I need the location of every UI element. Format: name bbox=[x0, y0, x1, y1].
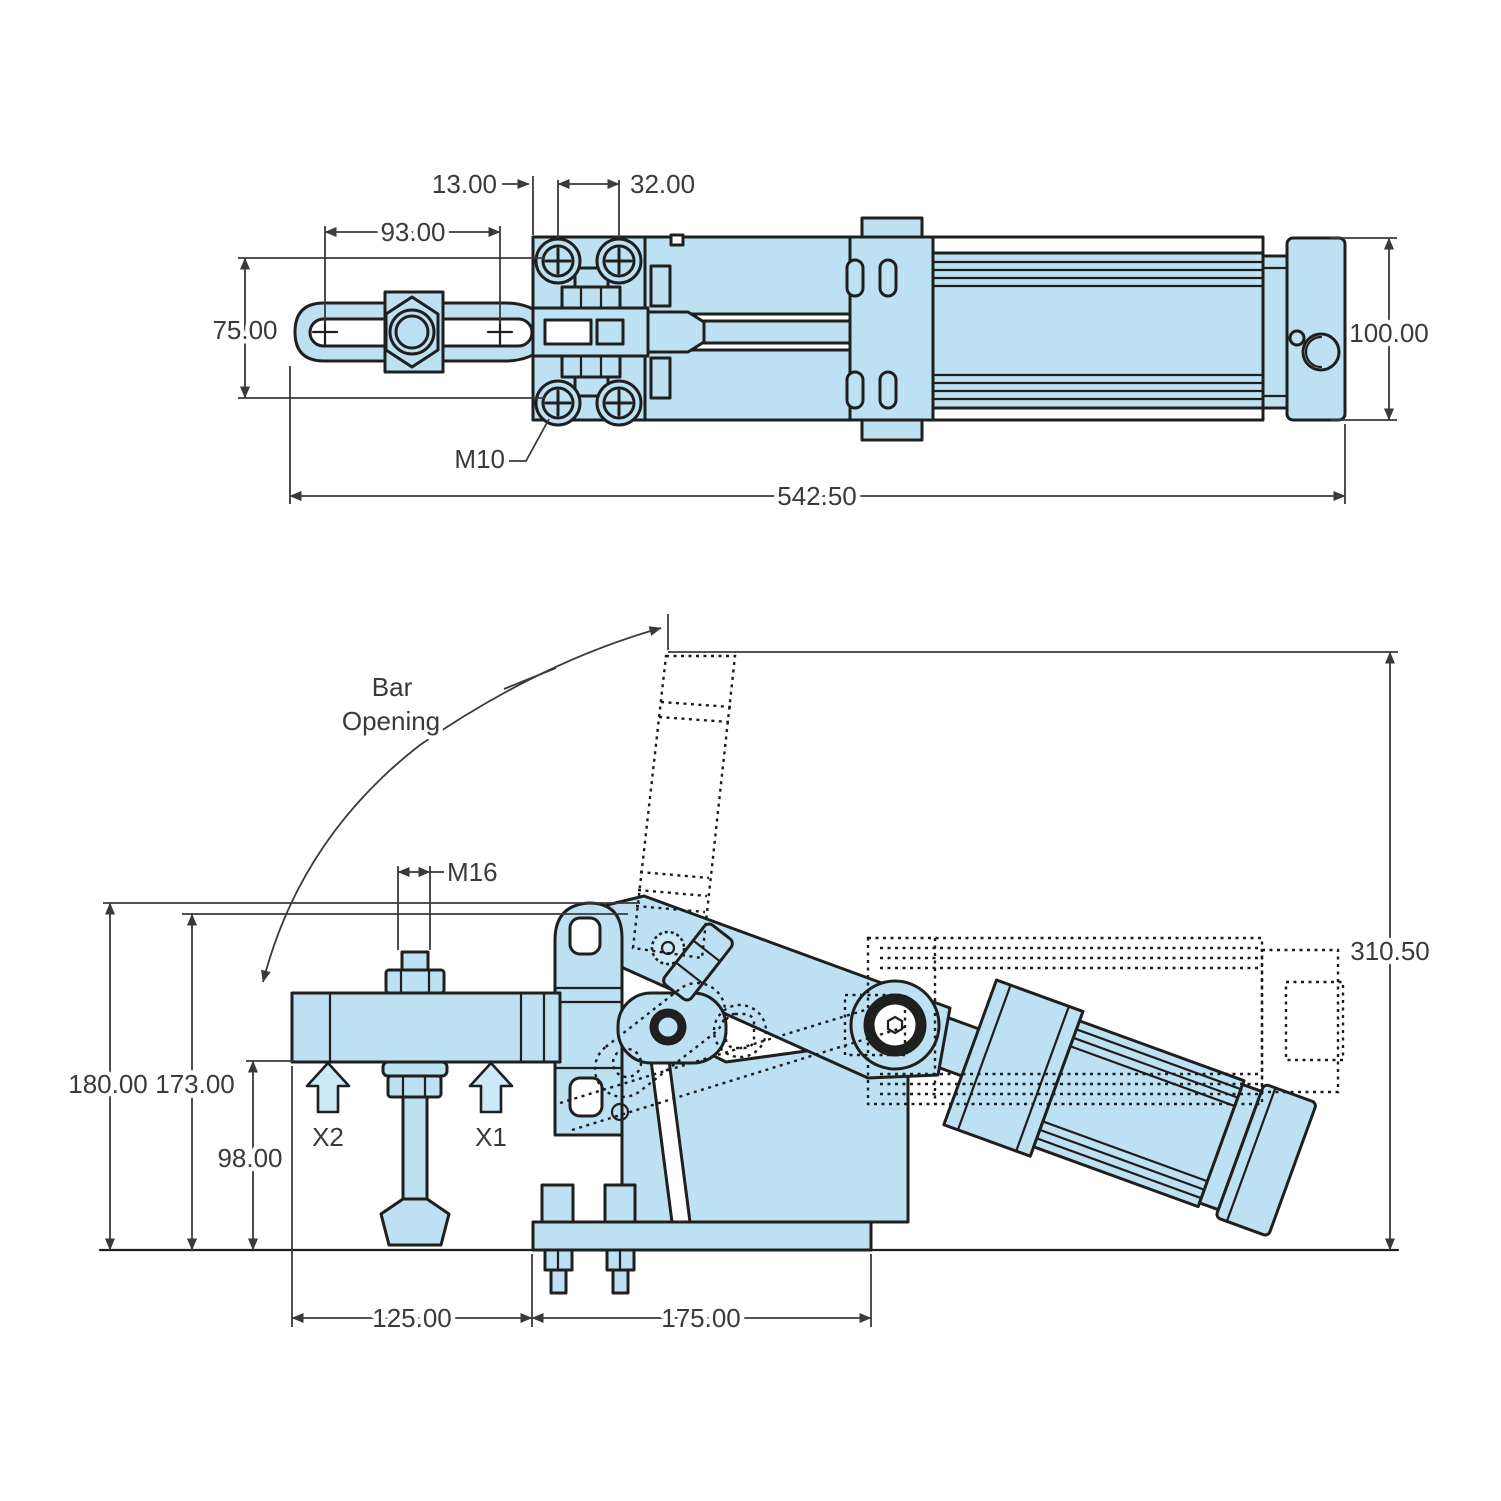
trunnion-pin bbox=[878, 258, 898, 298]
dim-bar-top-height: 173.00 bbox=[151, 913, 628, 1251]
dim-text: 98.00 bbox=[217, 1143, 282, 1173]
cap-small-hole bbox=[1288, 329, 1306, 347]
dim-text: 125.00 bbox=[372, 1303, 452, 1333]
dim-text: 310.50 bbox=[1350, 936, 1430, 966]
dim-total-height: 180.00 bbox=[64, 902, 640, 1251]
cylinder-angled bbox=[887, 978, 1317, 1237]
mid-pivot-boss bbox=[616, 991, 728, 1065]
arm-lower-hole bbox=[568, 1076, 604, 1118]
cylinder-pivot-ring bbox=[863, 993, 927, 1057]
head-joint bbox=[956, 984, 1012, 1131]
thread-label-text: M16 bbox=[447, 857, 498, 887]
dim-text: 32.00 bbox=[630, 169, 695, 199]
clamp-bar-side bbox=[290, 991, 562, 1064]
pivot-hex-hole bbox=[886, 1015, 904, 1035]
top-view bbox=[293, 216, 1347, 442]
bar-hex-nut bbox=[384, 295, 440, 369]
bar-opening-annotation: Bar Opening bbox=[261, 614, 669, 983]
trunnion-pin bbox=[845, 258, 865, 298]
thread-label-text: M10 bbox=[454, 444, 505, 474]
label-thread-m16: M16 bbox=[397, 853, 502, 950]
force-arrow-x1: X1 bbox=[468, 1061, 514, 1157]
cap-side bbox=[1215, 1083, 1317, 1237]
anchor-bolt bbox=[605, 1248, 636, 1295]
tube-fins-side bbox=[1035, 1028, 1243, 1200]
dim-text: 173.00 bbox=[155, 1069, 235, 1099]
cap-port bbox=[1301, 332, 1341, 372]
rod-clevis bbox=[646, 310, 706, 354]
phantom-cylinder-horizontal bbox=[866, 936, 1345, 1106]
dim-text: 542.50 bbox=[777, 481, 857, 511]
dim-text: 175.00 bbox=[661, 1303, 741, 1333]
force-label: X2 bbox=[312, 1122, 344, 1152]
dim-text: 100.00 bbox=[1349, 318, 1429, 348]
head-block-bottom-tab bbox=[860, 418, 924, 442]
dim-text: 13.00 bbox=[432, 169, 497, 199]
leader-line bbox=[503, 667, 557, 690]
dim-edge-to-hole: 13.00 bbox=[427, 165, 620, 238]
anchor-bolt bbox=[543, 1248, 574, 1295]
slide-key bbox=[595, 318, 625, 346]
force-arrow-x2: X2 bbox=[305, 1061, 351, 1157]
dim-bar-overhang: 125.00 bbox=[291, 1066, 533, 1338]
up-arrow-icon bbox=[305, 1061, 351, 1114]
base-plate bbox=[531, 1220, 873, 1252]
cap-line bbox=[1225, 1086, 1277, 1223]
spindle-nut-upper bbox=[384, 968, 446, 995]
spindle-nut-lower bbox=[386, 1074, 443, 1099]
bar-opening-text-line2: Opening bbox=[342, 706, 440, 736]
label-thread-m10: M10 bbox=[450, 418, 550, 479]
mounting-screw bbox=[534, 237, 582, 285]
dim-overall-length: 542.50 bbox=[289, 366, 1346, 516]
end-collar bbox=[1261, 254, 1289, 410]
dim-text: 93.00 bbox=[380, 217, 445, 247]
spindle-stud-lower bbox=[401, 1095, 429, 1201]
head-joint bbox=[1015, 1005, 1070, 1153]
side-view-dimensions: Bar Opening M16 310.50 180.00 173.00 bbox=[64, 614, 1434, 1338]
dim-cap-height: 100.00 bbox=[1330, 237, 1433, 421]
dim-open-height: 310.50 bbox=[668, 651, 1434, 1251]
top-view-dimensions: 93.00 75.00 13.00 32.00 100.00 bbox=[208, 165, 1433, 516]
dim-text: 180.00 bbox=[68, 1069, 148, 1099]
slide-slot bbox=[543, 318, 593, 346]
phantom-linkage bbox=[559, 981, 909, 1132]
dim-bar-clearance: 98.00 bbox=[213, 1060, 294, 1251]
housing-step-notch bbox=[669, 233, 685, 247]
mounting-screw bbox=[595, 237, 643, 285]
leader-line bbox=[509, 418, 550, 462]
side-view bbox=[98, 654, 1400, 1295]
mounting-screw bbox=[595, 379, 643, 427]
dim-base-length: 175.00 bbox=[531, 1254, 872, 1338]
toggle-mech-lower bbox=[560, 354, 672, 400]
bar-opening-arc bbox=[261, 626, 662, 983]
spindle-foot-pad bbox=[379, 1197, 451, 1247]
arm-top-hole bbox=[568, 916, 602, 956]
trunnion-pin bbox=[878, 370, 898, 410]
dim-text: 75.00 bbox=[212, 315, 277, 345]
end-cap bbox=[1285, 236, 1347, 422]
cap-port-crescent bbox=[1304, 335, 1323, 369]
base-lug bbox=[603, 1183, 637, 1224]
dim-slot-length: 93.00 bbox=[324, 213, 501, 324]
cylinder-tube bbox=[931, 251, 1265, 410]
toggle-mech-upper bbox=[560, 264, 672, 310]
up-arrow-icon bbox=[468, 1061, 514, 1114]
lever-clevis bbox=[662, 922, 734, 1002]
bar-nut-circle-inner bbox=[394, 314, 430, 350]
mid-pivot-ring bbox=[649, 1008, 687, 1046]
cylinder-fins bbox=[931, 260, 1265, 401]
bar-opening-text-line1: Bar bbox=[372, 672, 413, 702]
spindle-washer-lower bbox=[381, 1060, 449, 1078]
force-label: X1 bbox=[475, 1122, 507, 1152]
bar-nut-circle-outer bbox=[388, 308, 436, 356]
head-block-top-tab bbox=[860, 216, 924, 239]
piston-rod bbox=[702, 319, 860, 345]
mounting-screw bbox=[534, 379, 582, 427]
arm-small-hole bbox=[610, 1102, 630, 1122]
dim-hole-spacing: 32.00 bbox=[557, 165, 700, 204]
base-lug bbox=[540, 1183, 575, 1224]
trunnion-pin bbox=[845, 370, 865, 410]
